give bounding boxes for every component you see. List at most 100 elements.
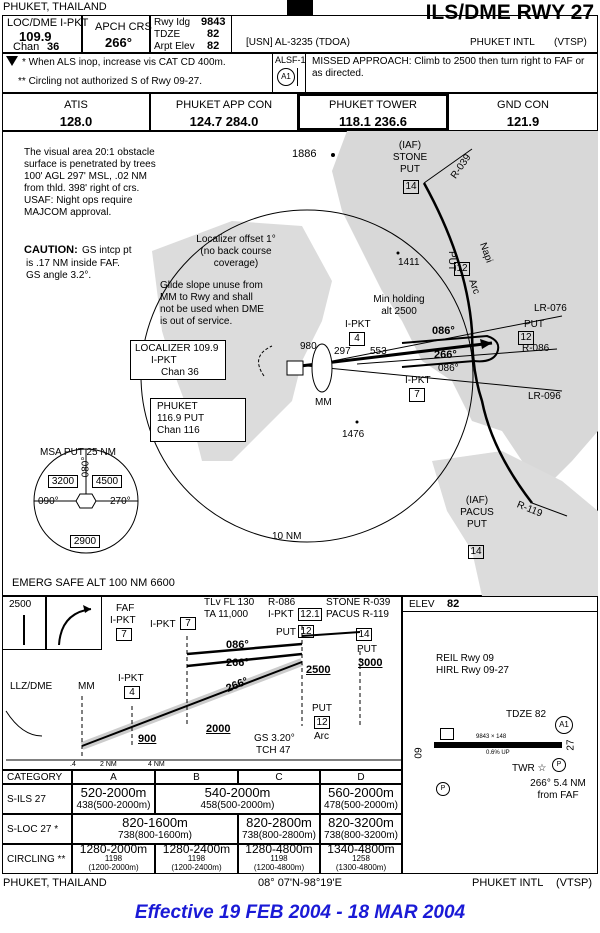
min-ils-bc: 540-2000m 458(500-2000m)	[155, 784, 320, 814]
localizer-box-3: Chan 36	[161, 367, 199, 378]
min-loc-c-sub: 738(800-2800m)	[242, 830, 316, 841]
phuket-box-2: 116.9 PUT	[157, 413, 205, 424]
min-circ-b-sub: 1198	[187, 854, 206, 863]
alt-900: 900	[138, 733, 157, 745]
missed-alt-box: 2500	[2, 596, 46, 650]
runway-dims: 9843 × 148	[476, 734, 507, 740]
top-marker	[287, 0, 313, 16]
comm-gnd-freq: 121.9	[506, 114, 540, 129]
put12-dme: 12	[298, 625, 314, 638]
localizer-box-1: LOCALIZER 109.9	[135, 343, 219, 354]
min-circ-a-vis: (1200-2000m)	[88, 863, 139, 872]
course-arrow	[480, 339, 492, 349]
plan-mm: MM	[315, 397, 332, 408]
arpt-elev: 82	[207, 40, 220, 52]
min-ils-a-sub: 438(500-2000m)	[76, 800, 151, 811]
min-circ-a-main: 1280-2000m	[79, 842, 148, 856]
loc-box: LOC/DME I-PKT 109.9 Chan 36	[2, 15, 88, 53]
caution-head: CAUTION:	[24, 244, 78, 256]
apch-crs: 266°	[105, 35, 132, 50]
outbound-086	[186, 642, 303, 656]
msa-270: 270°	[110, 496, 131, 507]
faf-info-1: 266° 5.4 NM	[530, 778, 586, 789]
min-circ-b-main: 1280-2400m	[162, 842, 231, 856]
min-loc-c: 820-2800m 738(800-2800m)	[238, 814, 320, 844]
glide-slope-2: MM to Rwy and shall	[160, 292, 253, 303]
plan-crs-086: 086°	[432, 325, 455, 337]
alt-2000: 2000	[206, 723, 231, 735]
emerg-safe-alt: EMERG SAFE ALT 100 NM 6600	[12, 577, 175, 589]
tdze: 82	[207, 28, 220, 40]
ipkt-12: I-PKT	[268, 609, 294, 620]
header-airport: PHUKET INTL	[470, 37, 535, 48]
footer-location: PHUKET, THAILAND	[3, 877, 107, 889]
land-east	[332, 131, 598, 491]
min-loc-ab: 820-1600m 738(800-1600m)	[72, 814, 238, 844]
spot-1886-dot	[331, 153, 335, 157]
comm-app: PHUKET APP CON 124.7 284.0	[150, 93, 298, 131]
obstacle-note-4: from thld. 398' right of crs.	[24, 183, 140, 194]
min-loc-ab-sub: 738(800-1600m)	[118, 830, 192, 841]
loc-antenna-icon	[286, 360, 304, 376]
twr-label: TWR ☆	[512, 763, 547, 774]
localizer-box-2: I-PKT	[151, 355, 177, 366]
header-location: PHUKET, THAILAND	[3, 1, 107, 13]
min-header-category: CATEGORY	[2, 770, 72, 784]
a1-circle-icon: A1	[555, 716, 573, 734]
footer-airport: PHUKET INTL	[472, 877, 544, 889]
arc-segment	[301, 631, 361, 637]
note-1: * When ALS inop, increase vis CAT CD 400…	[22, 57, 226, 68]
land-southeast	[432, 451, 598, 596]
min-loc-ab-main: 820-1600m	[122, 815, 188, 830]
spot-1411-dot	[396, 251, 400, 255]
obstacle-note-6: MAJCOM approval.	[24, 207, 112, 218]
loc-offset-3: coverage)	[213, 258, 259, 269]
min-circ-c-vis: (1200-4800m)	[253, 863, 305, 872]
parking-icon-1: P	[552, 758, 566, 772]
dist-2nm: 2 NM	[100, 761, 117, 768]
spot-1476: 1476	[342, 429, 365, 440]
faf-ipkt: I-PKT	[110, 615, 136, 626]
min-header-d: D	[320, 770, 402, 784]
min-circ-b-vis: (1200-2400m)	[171, 863, 222, 872]
min-row-circ-label: CIRCLING **	[2, 844, 72, 874]
spot-553: 553	[370, 346, 387, 357]
pacus-radial: PACUS R-119	[326, 609, 389, 620]
gs-angle: GS 3.20°	[254, 733, 295, 744]
right-turn-icon	[58, 605, 92, 646]
min-holding-1: Min holding	[373, 294, 425, 305]
radial-039	[423, 148, 473, 184]
profile-view	[2, 596, 402, 770]
min-circ-d: 1340-4800m 1258 (1300-4800m)	[320, 843, 402, 874]
rwy-09: 09	[413, 747, 425, 759]
put-dme: 12	[518, 331, 534, 345]
comm-gnd-name: GND CON	[497, 99, 549, 111]
min-circ-b: 1280-2400m 1198 (1200-2400m)	[155, 842, 238, 874]
iaf-stone-2: STONE	[392, 152, 428, 163]
spot-297: 297	[334, 346, 351, 357]
msa-080: 080°	[80, 456, 92, 478]
airport-tdze: TDZE 82	[506, 709, 547, 720]
tlv: TLv FL 130	[204, 597, 255, 608]
ipkt-7-dme: 7	[409, 388, 425, 402]
footer-coords: 08° 07'N-98°19'E	[258, 877, 342, 889]
twr-text: TWR	[512, 763, 535, 774]
glide-slope-4: is out of service.	[160, 316, 233, 327]
elevation-box: Rwy Idg 9843 TDZE 82 Arpt Elev 82	[150, 15, 232, 53]
faf-info-2: from FAF	[537, 790, 579, 801]
runway	[434, 742, 562, 748]
profile-crs-266a: 266°	[226, 657, 249, 669]
put14-dme: 14	[356, 628, 372, 641]
spot-980: 980	[300, 341, 317, 352]
alsf-label: ALSF-1	[275, 55, 306, 65]
chart-title: ILS/DME RWY 27	[425, 1, 594, 24]
alt-3000: 3000	[358, 657, 383, 669]
alsf-circle-icon: A1	[277, 68, 295, 86]
profile-drawing	[5, 626, 402, 761]
min-circ-c-main: 1280-4800m	[245, 842, 313, 856]
ipkt-top-dme: 7	[180, 617, 196, 630]
faf-label: FAF	[116, 603, 135, 614]
comm-app-freq: 124.7 284.0	[189, 114, 259, 129]
spot-1886: 1886	[292, 148, 317, 160]
ta: TA 11,000	[204, 609, 249, 620]
